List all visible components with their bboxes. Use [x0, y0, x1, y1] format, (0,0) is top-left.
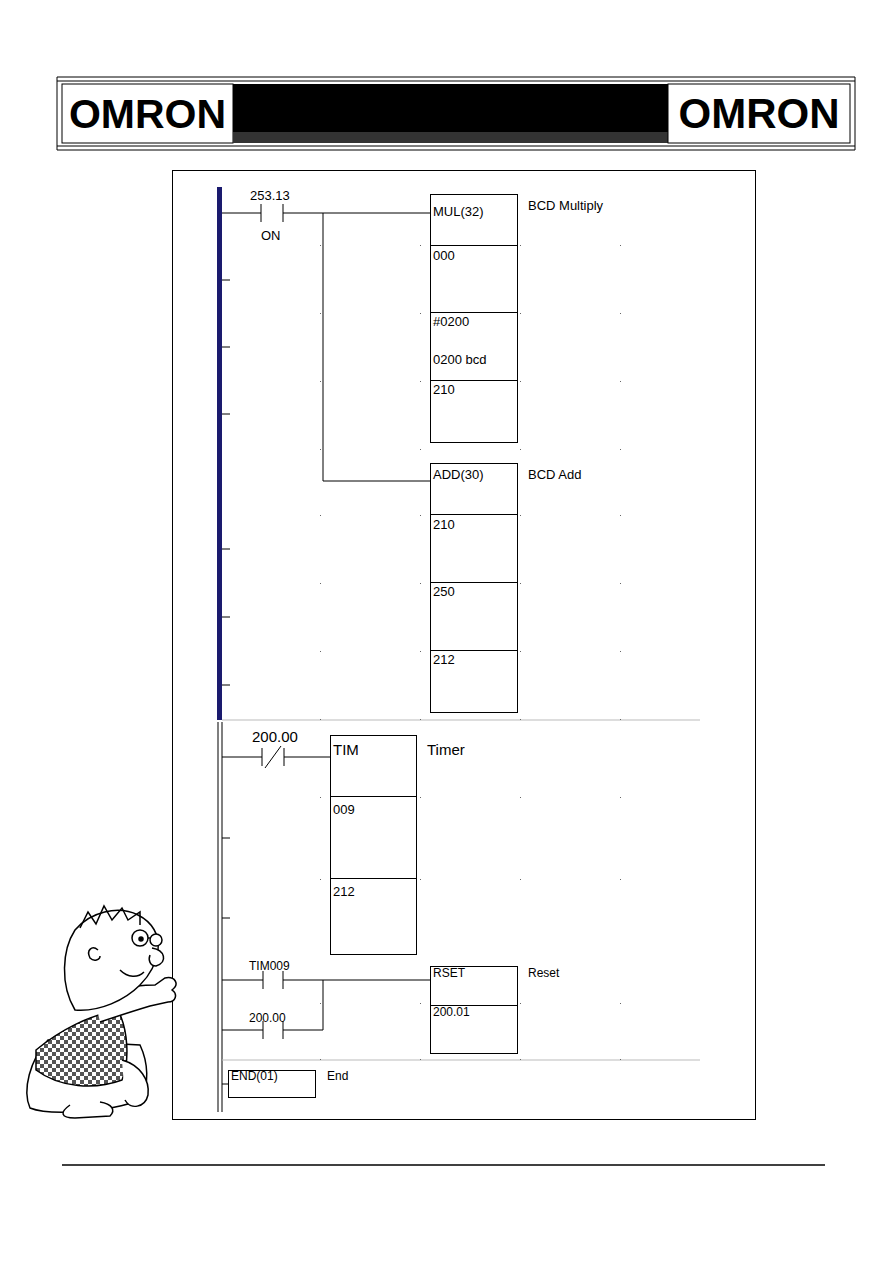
- cell-divider: [431, 245, 517, 246]
- grid-dot: [520, 1003, 521, 1004]
- grid-dot: [420, 583, 421, 584]
- grid-dot: [520, 449, 521, 450]
- grid-dot: [420, 1003, 421, 1004]
- grid-dot: [520, 515, 521, 516]
- grid-dot: [420, 245, 421, 246]
- grid-dot: [320, 449, 321, 450]
- grid-dot: [520, 797, 521, 798]
- grid-dot: [520, 381, 521, 382]
- grid-dot: [320, 515, 321, 516]
- grid-dot: [620, 583, 621, 584]
- grid-dot: [420, 313, 421, 314]
- contact-address: TIM009: [249, 958, 290, 974]
- operand-text: 212: [333, 884, 355, 899]
- operand-text: 009: [333, 802, 355, 817]
- rung-separator: [222, 720, 700, 1060]
- brand-logo: OMRON: [69, 91, 226, 137]
- operand-text: MUL(32): [433, 204, 484, 219]
- grid-dot: [320, 651, 321, 652]
- grid-dot: [620, 719, 621, 720]
- instruction-caption: Reset: [528, 966, 559, 981]
- grid-dot: [320, 381, 321, 382]
- grid-dot: [520, 1059, 521, 1060]
- operand-text: RSET: [433, 966, 465, 981]
- timer-block: TIM009212Timer: [330, 735, 417, 955]
- brand-logo: OMRON: [679, 91, 840, 137]
- contact-comment: ON: [261, 227, 281, 244]
- grid-dot: [620, 879, 621, 880]
- grid-dot: [320, 879, 321, 880]
- cell-divider: [331, 796, 416, 797]
- contact-address: 200.00: [252, 727, 298, 746]
- operand-text: 210: [433, 382, 455, 397]
- grid-dot: [320, 1003, 321, 1004]
- grid-dot: [420, 449, 421, 450]
- operand-text: 200.01: [433, 1005, 470, 1020]
- operand-text: 210: [433, 517, 455, 532]
- grid-dot: [320, 313, 321, 314]
- grid-dot: [620, 381, 621, 382]
- contact-address: 200.00: [249, 1010, 286, 1026]
- cell-divider: [331, 878, 416, 879]
- instruction-caption: BCD Add: [528, 467, 581, 482]
- grid-dot: [520, 719, 521, 720]
- grid-dot: [620, 651, 621, 652]
- grid-dot: [620, 245, 621, 246]
- contact-address: 253.13: [250, 187, 290, 204]
- grid-dot: [420, 651, 421, 652]
- reset-block: RSET200.01Reset: [430, 966, 518, 1054]
- grid-dot: [520, 245, 521, 246]
- grid-dot: [420, 719, 421, 720]
- cell-divider: [431, 514, 517, 515]
- cell-divider: [431, 650, 517, 651]
- grid-dot: [520, 651, 521, 652]
- grid-dot: [620, 449, 621, 450]
- operand-text: END(01): [231, 1069, 278, 1084]
- power-rail: [217, 187, 230, 1112]
- instruction-block: ADD(30)210250212BCD Add: [430, 463, 518, 713]
- end-block: END(01)End: [228, 1070, 316, 1098]
- grid-dot: [420, 879, 421, 880]
- instruction-caption: Timer: [427, 742, 465, 757]
- grid-dot: [320, 583, 321, 584]
- operand-text: #0200: [433, 314, 469, 329]
- grid-dot: [620, 1003, 621, 1004]
- grid-dot: [320, 1059, 321, 1060]
- grid-dot: [420, 1059, 421, 1060]
- grid-dot: [620, 797, 621, 798]
- panel-border: [173, 171, 756, 1120]
- grid-dot: [420, 381, 421, 382]
- grid-dot: [420, 797, 421, 798]
- operand-text: 0200 bcd: [433, 352, 487, 367]
- grid-dot: [420, 515, 421, 516]
- operand-text: 250: [433, 584, 455, 599]
- operand-text: 212: [433, 652, 455, 667]
- grid-dot: [320, 719, 321, 720]
- rung-wires: [222, 204, 430, 1084]
- instruction-caption: BCD Multiply: [528, 198, 603, 213]
- header-frame: [57, 77, 855, 150]
- grid-dot: [620, 1059, 621, 1060]
- footer-rule: [62, 1164, 825, 1166]
- instruction-block: MUL(32)000#02000200 bcd210BCD Multiply: [430, 194, 518, 443]
- grid-dot: [320, 245, 321, 246]
- grid-dot: [620, 515, 621, 516]
- grid-dot: [520, 879, 521, 880]
- operand-text: 000: [433, 248, 455, 263]
- cell-divider: [431, 380, 517, 381]
- operand-text: ADD(30): [433, 467, 484, 482]
- grid-dot: [320, 797, 321, 798]
- instruction-caption: End: [327, 1069, 348, 1084]
- cell-divider: [431, 582, 517, 583]
- operand-text: TIM: [333, 742, 359, 757]
- grid-dot: [620, 313, 621, 314]
- cell-divider: [431, 312, 517, 313]
- cartoon-figure: [27, 906, 176, 1118]
- grid-dot: [520, 583, 521, 584]
- grid-dot: [520, 313, 521, 314]
